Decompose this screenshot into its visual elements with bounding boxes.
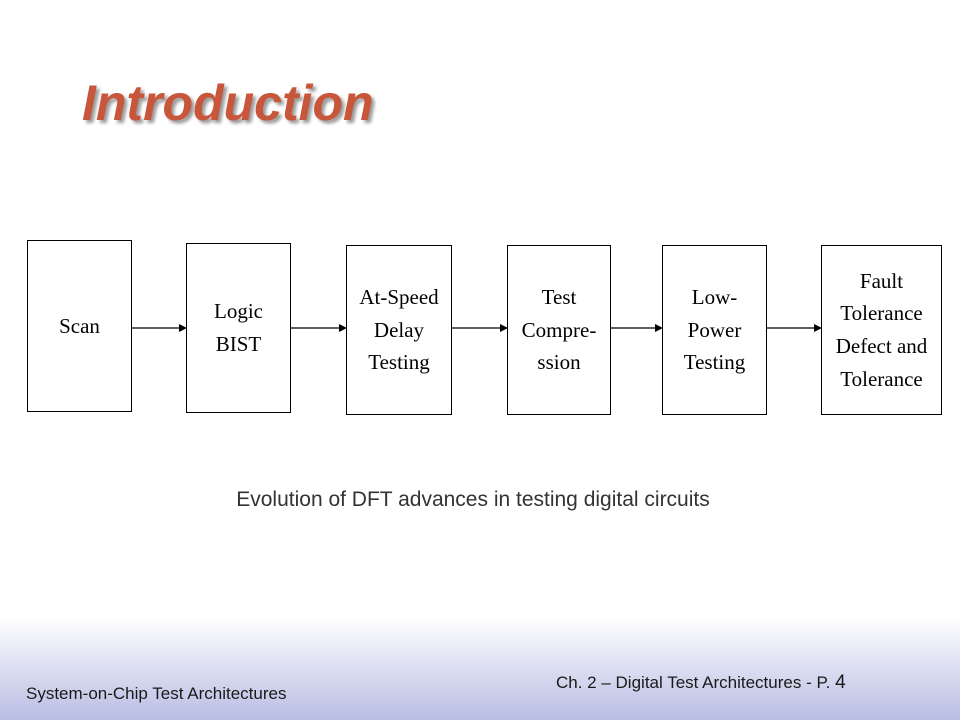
footer-band: [0, 618, 960, 720]
node-at-speed-delay-testing: At-Speed Delay Testing: [346, 245, 452, 415]
node-fault-tolerance: Fault Tolerance Defect and Tolerance: [821, 245, 942, 415]
slide-title: Introduction: [82, 75, 374, 131]
footer-chapter-page: Ch. 2 – Digital Test Architectures - P. …: [556, 672, 846, 694]
diagram-caption: Evolution of DFT advances in testing dig…: [236, 488, 710, 511]
node-scan: Scan: [27, 240, 132, 412]
page-number: 4: [835, 672, 846, 693]
node-logic-bist: Logic BIST: [186, 243, 291, 413]
footer-chapter: Ch. 2 – Digital Test Architectures - P.: [556, 673, 836, 692]
node-test-compression: Test Compre- ssion: [507, 245, 611, 415]
footer-book-title: System-on-Chip Test Architectures: [26, 684, 287, 703]
node-low-power-testing: Low- Power Testing: [662, 245, 767, 415]
